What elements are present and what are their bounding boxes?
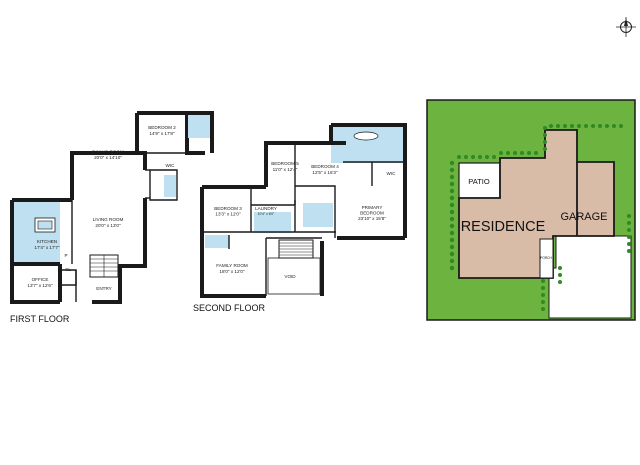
- pantry-name: P: [64, 253, 67, 258]
- first-floor-stairs: [89, 254, 119, 278]
- second-floor-wic-name: WIC: [387, 171, 397, 176]
- bedroom-5-name: BEDROOM 5: [271, 161, 299, 166]
- bedroom-5-dim: 11'0" x 12'4": [273, 167, 298, 172]
- second-floor-plan: BEDROOM 3 13'3" x 12'0" BEDROOM 5 11'0" …: [193, 123, 407, 313]
- family-room-name: FAMILY ROOM: [216, 263, 248, 268]
- primary-bedroom-dim: 23'10" x 15'8": [358, 216, 386, 221]
- laundry-dim: 10'4" x 6'0": [258, 212, 276, 216]
- office-dim: 13'7" x 12'6": [27, 283, 53, 288]
- bedroom-3-dim: 13'3" x 12'0": [215, 212, 241, 217]
- porch-label: PORCH: [540, 256, 552, 260]
- second-floor-label: SECOND FLOOR: [193, 303, 266, 313]
- site-plan: PATIO RESIDENCE GARAGE PORCH: [426, 99, 636, 321]
- living-room-name: LIVING ROOM: [93, 217, 124, 222]
- living-room-dim: 20'0" x 13'0": [95, 223, 121, 228]
- void-name: VOID: [284, 274, 296, 279]
- office-name: OFFICE: [32, 277, 49, 282]
- garage-label: GARAGE: [560, 211, 607, 223]
- kitchen-dim: 17'4" x 17'7": [34, 245, 60, 250]
- patio-label: PATIO: [468, 177, 490, 186]
- bedroom-3-name: BEDROOM 3: [214, 206, 242, 211]
- bedroom-4-name: BEDROOM 4: [311, 164, 339, 169]
- bedroom-2-name: BEDROOM 2: [148, 125, 176, 130]
- bedroom-4-dim: 12'5" x 16'3": [312, 170, 338, 175]
- dining-room-name: DINING ROOM: [92, 150, 124, 155]
- bedroom-2-dim: 14'9" x 17'8": [149, 131, 175, 136]
- dining-room-dim: 20'0" x 14'10": [94, 155, 122, 160]
- entry-name: ENTRY: [96, 286, 112, 291]
- residence-label: RESIDENCE: [461, 219, 546, 235]
- laundry-name: LAUNDRY: [255, 206, 277, 211]
- second-floor-stairs: [278, 239, 314, 259]
- first-floor-label: FIRST FLOOR: [10, 314, 70, 324]
- north-arrow-icon: [616, 17, 636, 37]
- first-floor-plan: DINING ROOM 20'0" x 14'10" LIVING ROOM 2…: [10, 111, 214, 324]
- hedge-dots: [449, 124, 631, 311]
- primary-bedroom-name: PRIMARY: [362, 205, 383, 210]
- family-room-dim: 18'0" x 12'0": [219, 269, 245, 274]
- closet-name: CL: [65, 267, 71, 272]
- first-floor-wic-name: WIC: [166, 163, 176, 168]
- kitchen-name: KITCHEN: [37, 239, 57, 244]
- primary-bedroom-name-2: BEDROOM: [360, 211, 384, 216]
